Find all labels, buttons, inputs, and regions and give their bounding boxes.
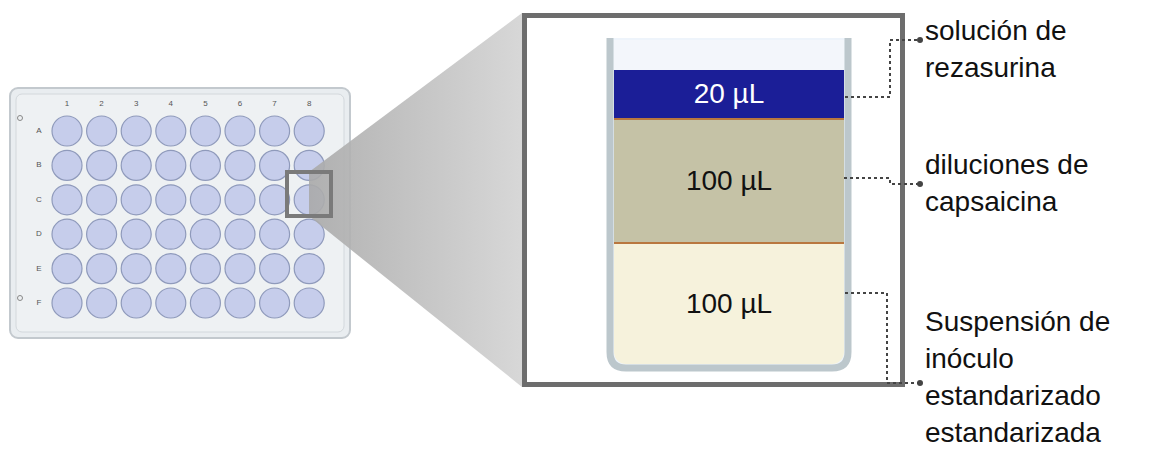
volume-label: 20 µL — [694, 78, 765, 110]
well — [121, 254, 151, 284]
row-letter: F — [32, 298, 46, 308]
well — [156, 288, 186, 318]
plate-corner-mark — [18, 296, 23, 301]
column-number: 1 — [60, 99, 74, 109]
well — [121, 288, 151, 318]
volume-label: 100 µL — [686, 288, 772, 320]
row-letter: D — [32, 229, 46, 239]
well — [190, 116, 220, 146]
well — [294, 116, 324, 146]
well — [225, 116, 255, 146]
well — [87, 150, 117, 180]
well — [190, 150, 220, 180]
well — [294, 288, 324, 318]
callout-label: solución de rezasurina — [925, 12, 1147, 86]
volume-label: 100 µL — [686, 165, 772, 197]
zoom-cone — [309, 13, 522, 387]
microplate-inner — [16, 94, 344, 332]
inoculum-layer: 100 µL — [614, 242, 844, 364]
well — [225, 219, 255, 249]
row-letter: B — [32, 160, 46, 170]
well — [156, 219, 186, 249]
well — [52, 116, 82, 146]
column-number: 7 — [268, 99, 282, 109]
row-letter: C — [32, 195, 46, 205]
well — [87, 219, 117, 249]
well — [156, 150, 186, 180]
well — [156, 254, 186, 284]
well — [52, 288, 82, 318]
sample-layer: 100 µL — [614, 118, 844, 242]
well — [121, 150, 151, 180]
callout-label: Suspensión de inóculo estandarizado esta… — [925, 303, 1147, 451]
column-number: 2 — [95, 99, 109, 109]
well — [52, 254, 82, 284]
column-number: 5 — [198, 99, 212, 109]
column-number: 8 — [302, 99, 316, 109]
column-number: 3 — [129, 99, 143, 109]
well — [260, 254, 290, 284]
microplate — [10, 88, 350, 338]
well — [121, 116, 151, 146]
column-number: 4 — [164, 99, 178, 109]
well — [156, 116, 186, 146]
well-grid — [52, 116, 324, 318]
well-air — [614, 40, 844, 70]
well — [260, 219, 290, 249]
well — [121, 185, 151, 215]
well — [190, 254, 220, 284]
well — [260, 116, 290, 146]
row-letter: A — [32, 126, 46, 136]
well — [260, 288, 290, 318]
column-number: 6 — [233, 99, 247, 109]
well-highlight — [287, 172, 331, 216]
well — [225, 185, 255, 215]
reagent-layer: 20 µL — [614, 70, 844, 118]
well — [190, 288, 220, 318]
well — [156, 185, 186, 215]
well — [294, 254, 324, 284]
well — [87, 185, 117, 215]
leader-lines — [838, 40, 918, 383]
well — [190, 219, 220, 249]
well — [87, 288, 117, 318]
zoom-box — [525, 16, 903, 385]
plate-corner-mark — [18, 116, 23, 121]
row-letter: E — [32, 264, 46, 274]
well — [225, 150, 255, 180]
well — [52, 219, 82, 249]
leader-dots — [917, 37, 923, 386]
well — [52, 185, 82, 215]
well-wall — [610, 38, 848, 368]
well — [87, 254, 117, 284]
callout-label: diluciones de capsaicina — [925, 146, 1147, 220]
well — [52, 150, 82, 180]
well — [190, 185, 220, 215]
well — [225, 288, 255, 318]
well — [121, 219, 151, 249]
well — [225, 254, 255, 284]
well — [87, 116, 117, 146]
